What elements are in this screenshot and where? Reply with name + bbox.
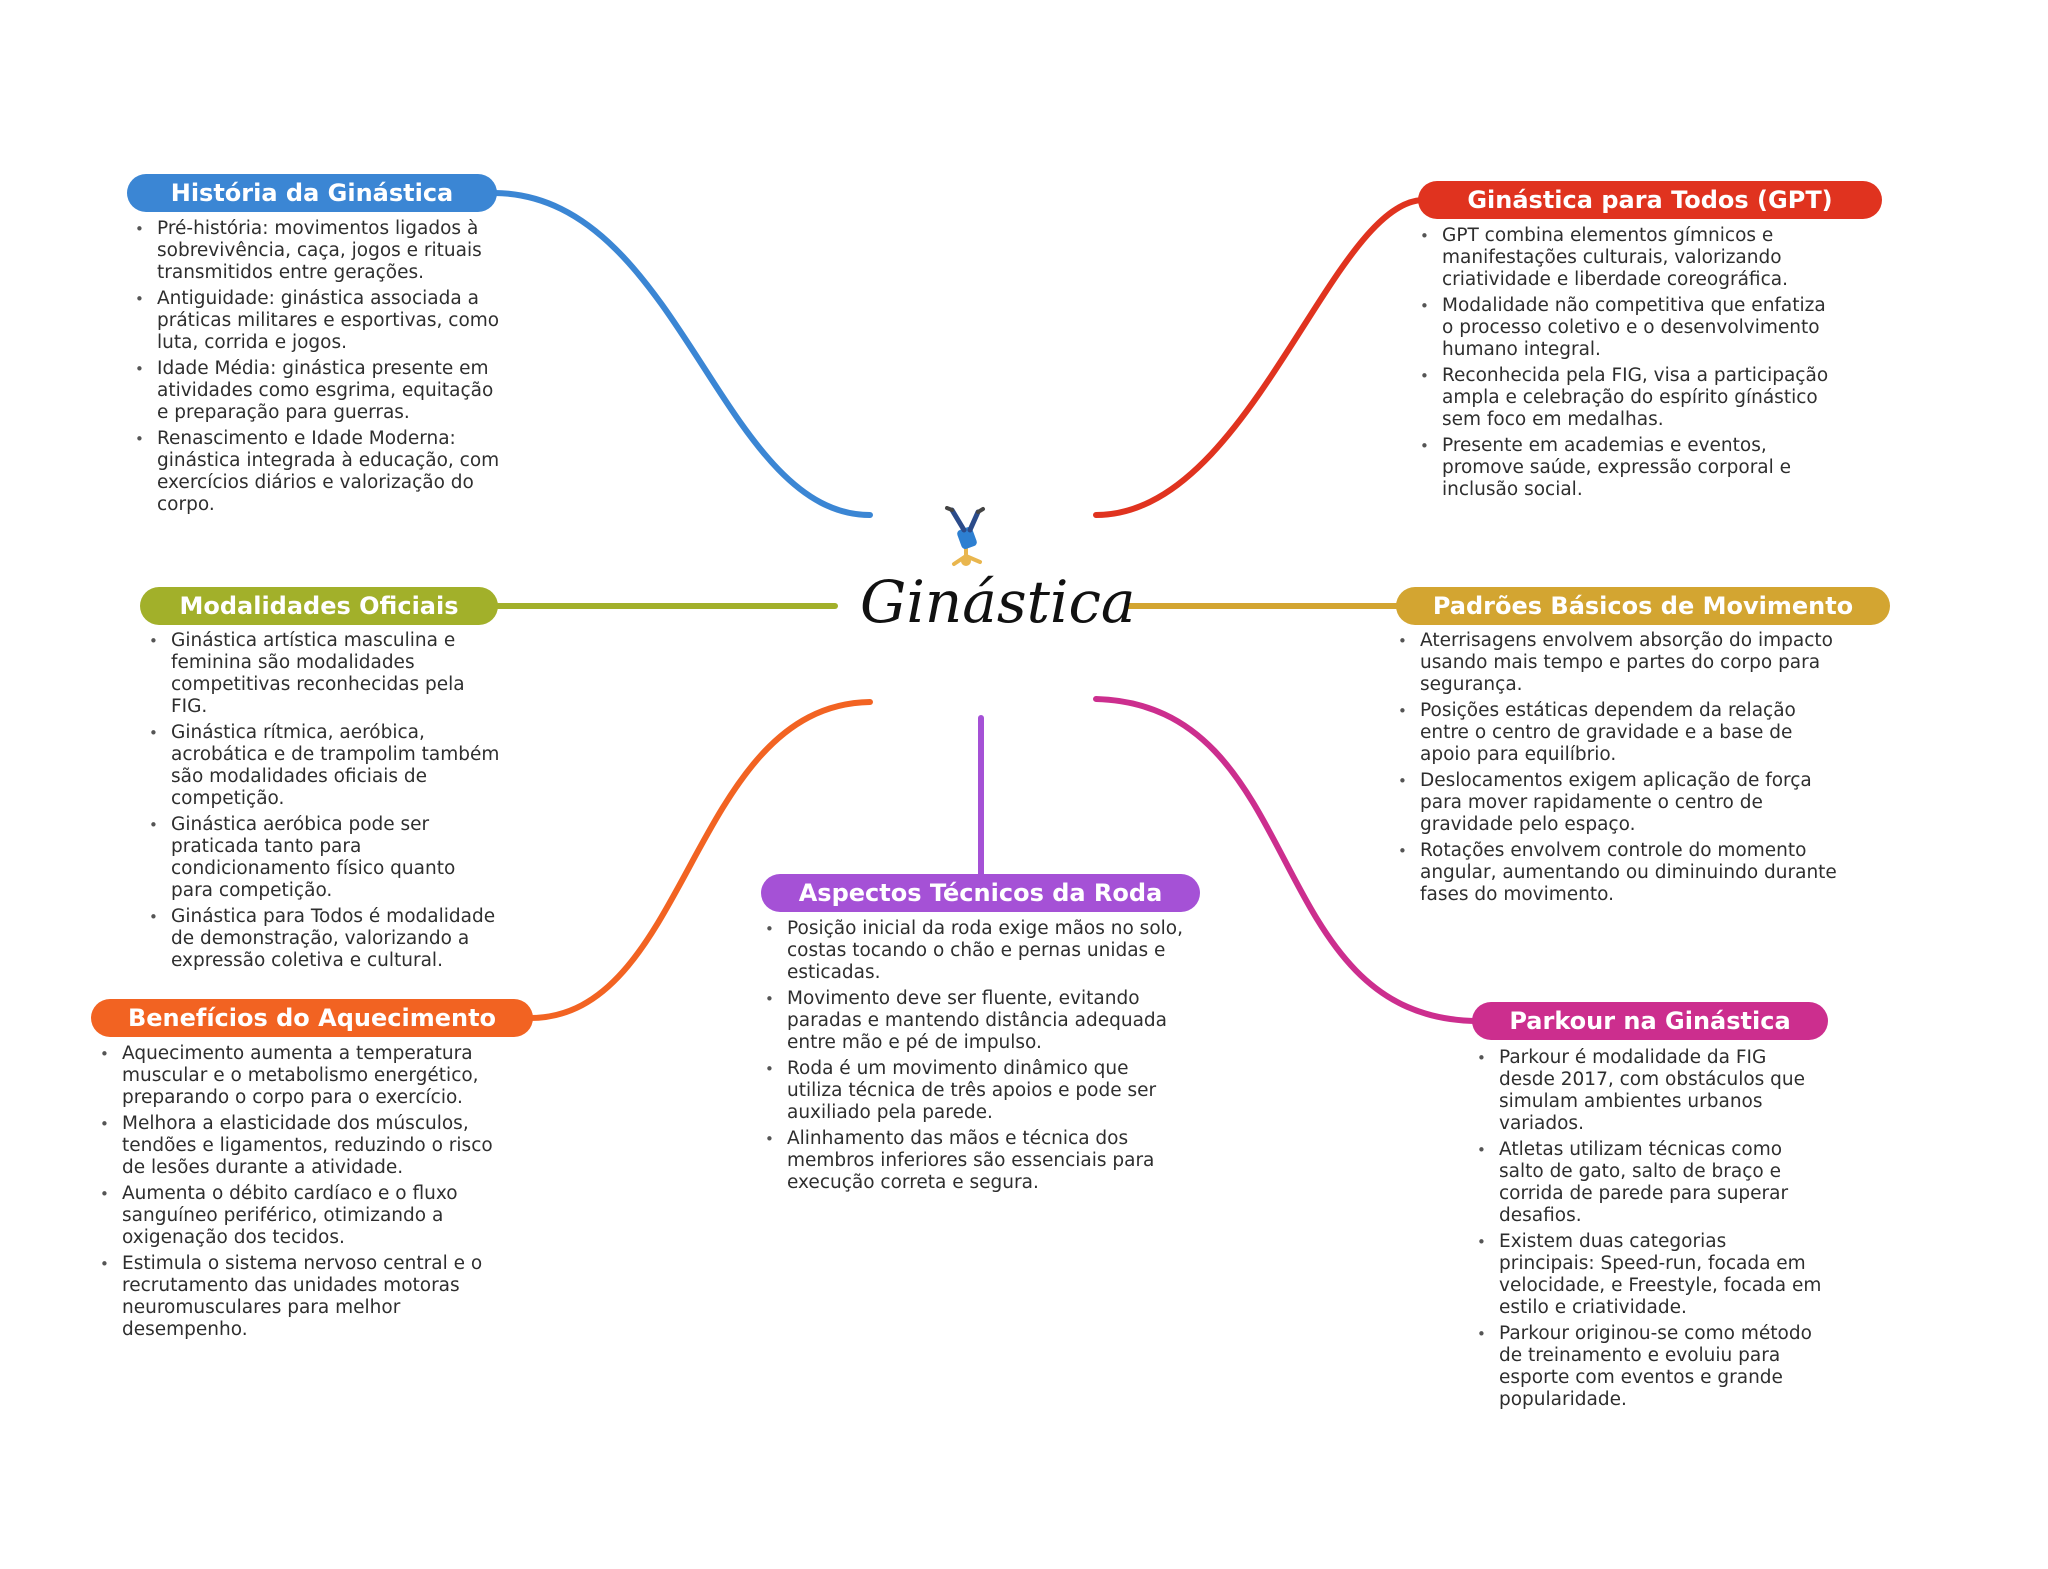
branch-parkour-title[interactable]: Parkour na Ginástica [1472,1002,1828,1040]
branch-padroes-title[interactable]: Padrões Básicos de Movimento [1396,587,1890,625]
connector-beneficios [527,699,873,1021]
branch-parkour-list: Parkour é modalidade da FIG desde 2017, … [1475,1047,1825,1415]
list-item: Parkour originou-se como método de trein… [1475,1323,1825,1411]
branch-beneficios-list: Aquecimento aumenta a temperatura muscul… [98,1043,518,1345]
list-item: Aterrisagens envolvem absorção do impact… [1396,630,1846,696]
branch-aspectos-list: Posição inicial da roda exige mãos no so… [763,918,1183,1198]
list-item: Pré-história: movimentos ligados à sobre… [133,218,501,284]
branch-padroes-list: Aterrisagens envolvem absorção do impact… [1396,630,1846,910]
list-item: Posições estáticas dependem da relação e… [1396,700,1846,766]
list-item: Antiguidade: ginástica associada a práti… [133,288,501,354]
list-item: Aumenta o débito cardíaco e o fluxo sang… [98,1183,518,1249]
central-topic-title: Ginástica [860,568,1136,636]
list-item: Presente em academias e eventos, promove… [1418,435,1838,501]
connector-gpt [1093,197,1425,518]
list-item: Rotações envolvem controle do momento an… [1396,840,1846,906]
branch-aspectos-title[interactable]: Aspectos Técnicos da Roda [761,874,1200,912]
list-item: Deslocamentos exigem aplicação de força … [1396,770,1846,836]
list-item: Modalidade não competitiva que enfatiza … [1418,295,1838,361]
list-item: Renascimento e Idade Moderna: ginástica … [133,428,501,516]
branch-modalidades-title[interactable]: Modalidades Oficiais [140,587,498,625]
list-item: Aquecimento aumenta a temperatura muscul… [98,1043,518,1109]
list-item: Melhora a elasticidade dos músculos, ten… [98,1113,518,1179]
list-item: Existem duas categorias principais: Spee… [1475,1231,1825,1319]
branch-historia-list: Pré-história: movimentos ligados à sobre… [133,218,501,520]
list-item: Alinhamento das mãos e técnica dos membr… [763,1128,1183,1194]
branch-gpt-list: GPT combina elementos gímnicos e manifes… [1418,225,1838,505]
list-item: Estimula o sistema nervoso central e o r… [98,1253,518,1341]
list-item: GPT combina elementos gímnicos e manifes… [1418,225,1838,291]
list-item: Ginástica aeróbica pode ser praticada ta… [147,814,502,902]
branch-historia-title[interactable]: História da Ginástica [127,174,497,212]
gymnast-handstand-icon [945,506,985,566]
connector-historia [492,190,873,518]
list-item: Parkour é modalidade da FIG desde 2017, … [1475,1047,1825,1135]
branch-gpt-title[interactable]: Ginástica para Todos (GPT) [1418,181,1882,219]
branch-beneficios-title[interactable]: Benefícios do Aquecimento [91,999,533,1037]
list-item: Ginástica artística masculina e feminina… [147,630,502,718]
list-item: Atletas utilizam técnicas como salto de … [1475,1139,1825,1227]
branch-modalidades-list: Ginástica artística masculina e feminina… [147,630,502,976]
list-item: Reconhecida pela FIG, visa a participaçã… [1418,365,1838,431]
list-item: Posição inicial da roda exige mãos no so… [763,918,1183,984]
list-item: Roda é um movimento dinâmico que utiliza… [763,1058,1183,1124]
list-item: Idade Média: ginástica presente em ativi… [133,358,501,424]
list-item: Ginástica para Todos é modalidade de dem… [147,906,502,972]
list-item: Movimento deve ser fluente, evitando par… [763,988,1183,1054]
list-item: Ginástica rítmica, aeróbica, acrobática … [147,722,502,810]
connector-parkour [1093,696,1481,1024]
